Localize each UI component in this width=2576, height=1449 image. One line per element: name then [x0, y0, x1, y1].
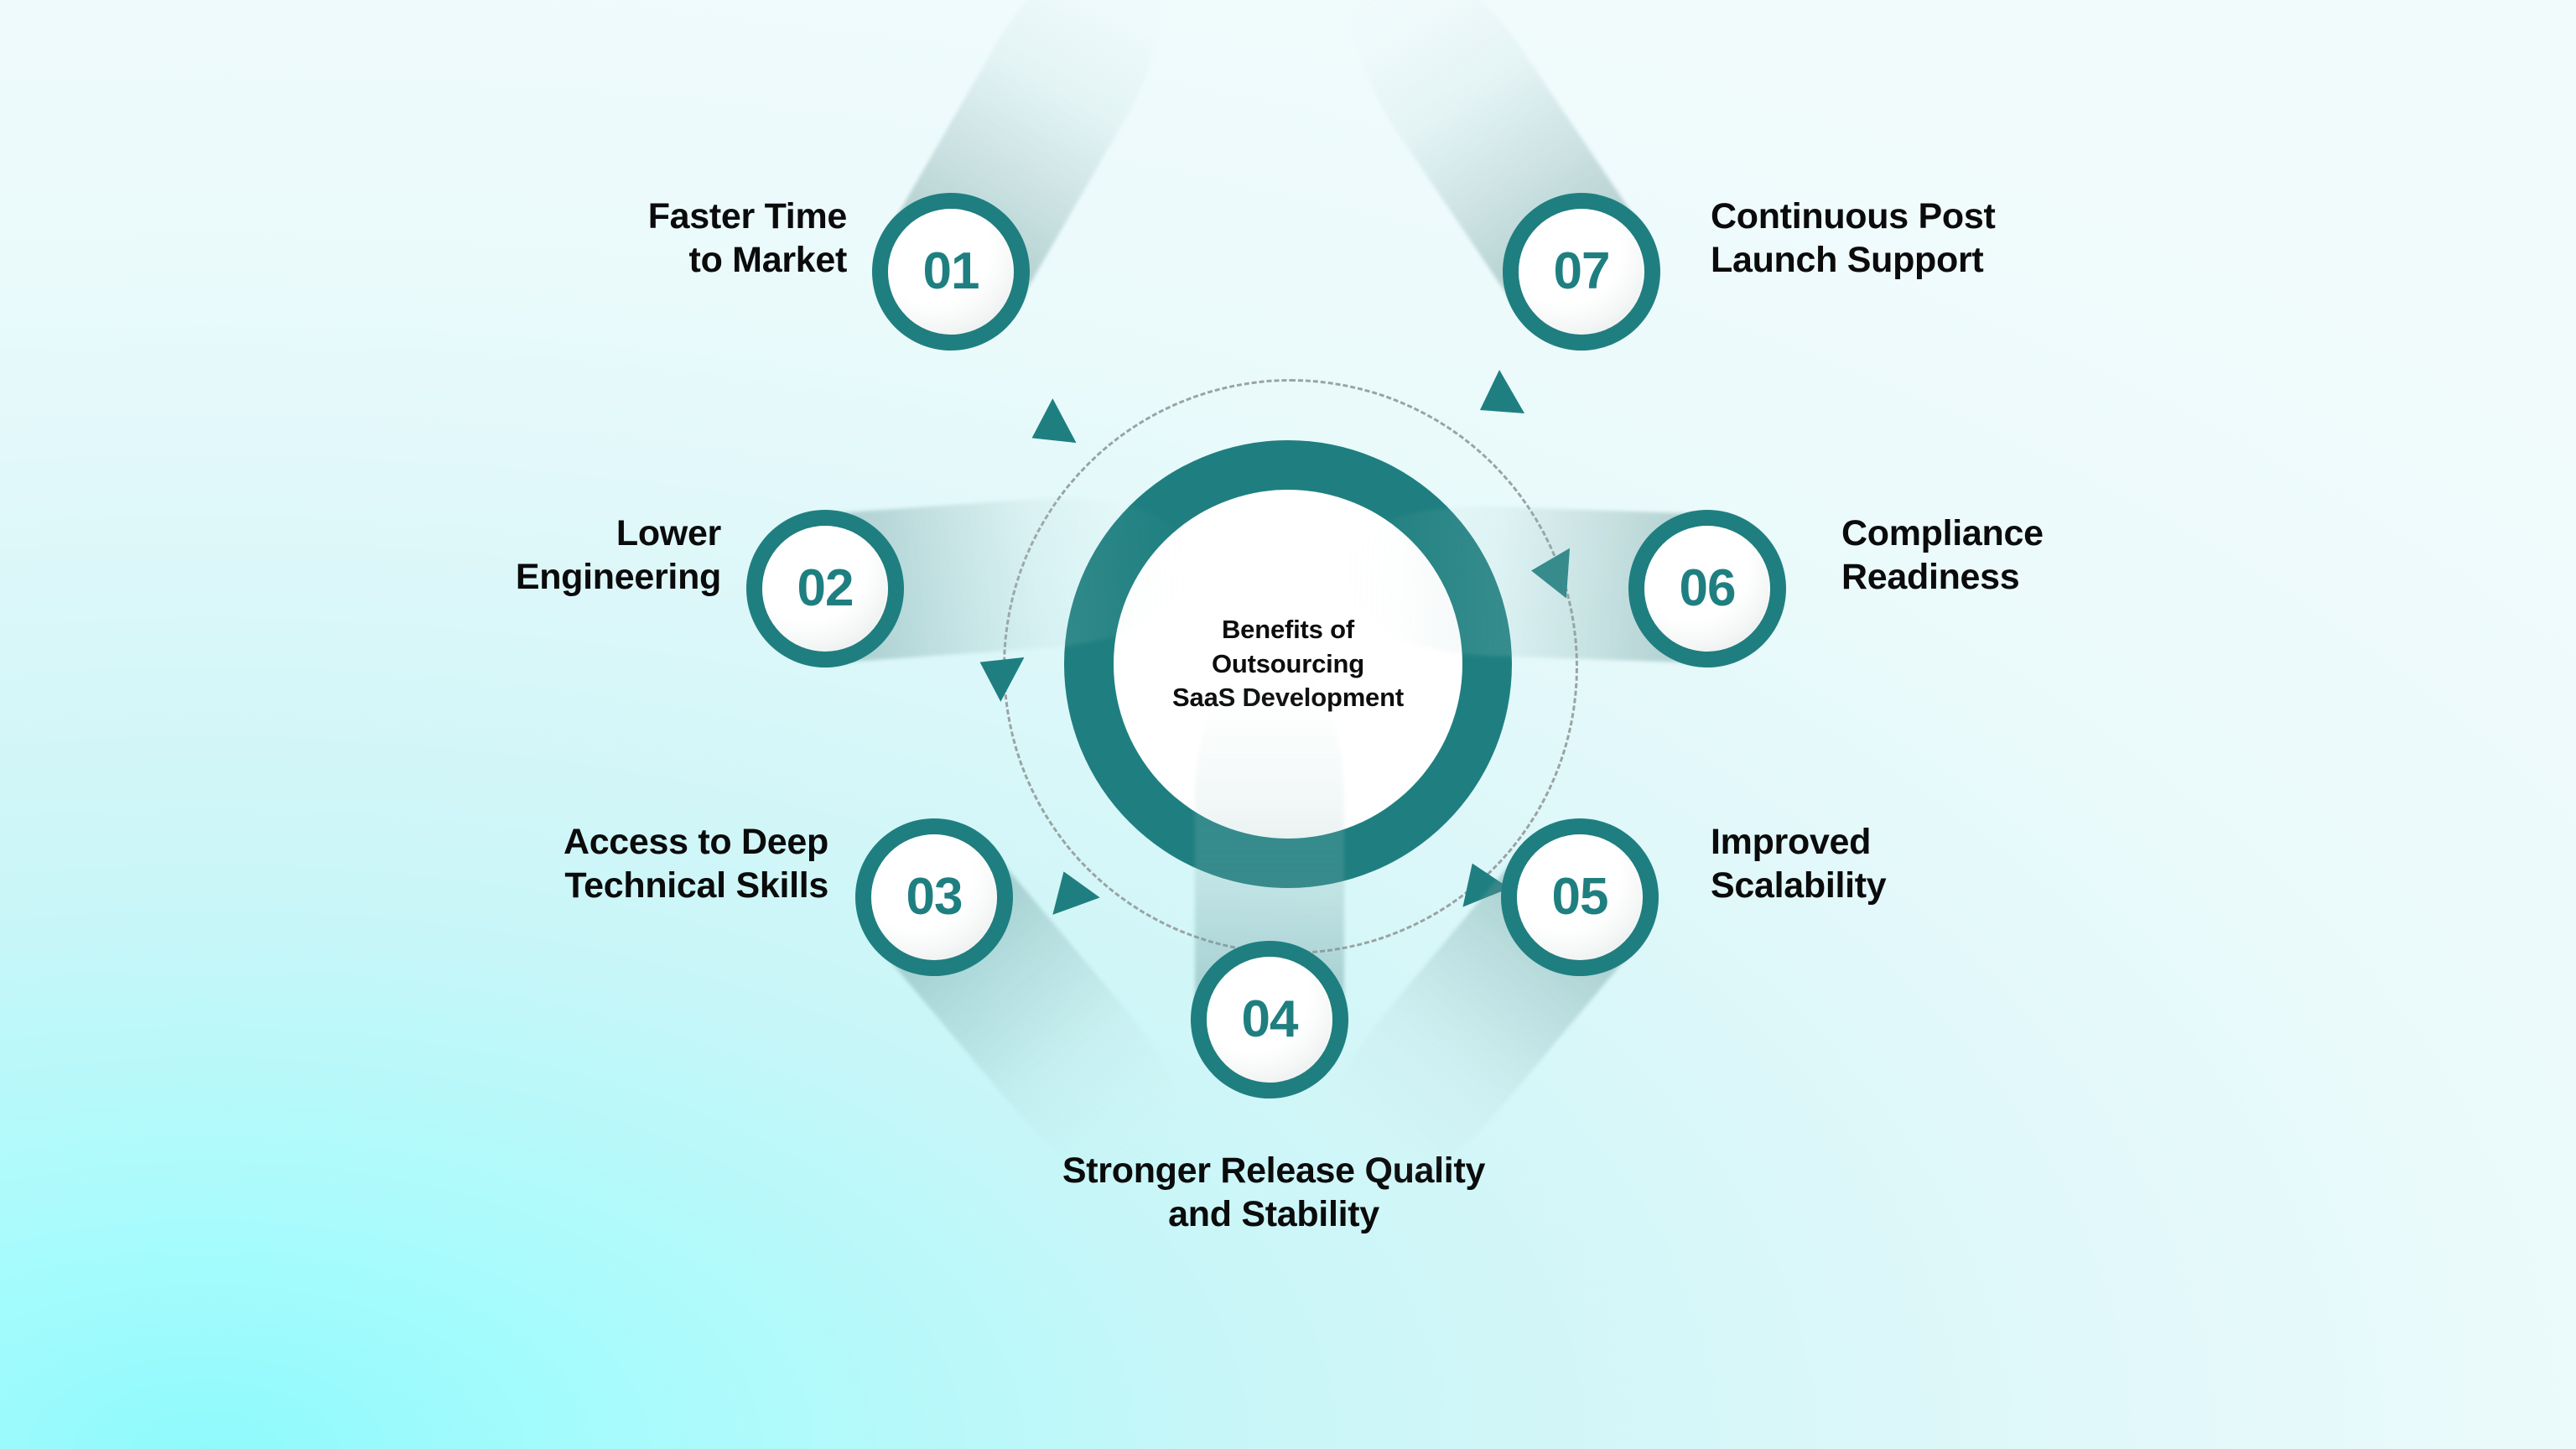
node-01-disc: 01 — [888, 209, 1014, 335]
node-03-disc: 03 — [871, 834, 997, 960]
center-hub: Benefits of Outsourcing SaaS Development — [1064, 440, 1512, 888]
node-03[interactable]: 03 — [855, 818, 1223, 1222]
node-01[interactable]: 01 — [872, 0, 1197, 351]
node-02-disc: 02 — [762, 526, 888, 652]
node-05-label: Improved Scalability — [1711, 822, 1887, 906]
node-03-label: Access to Deep Technical Skills — [563, 822, 828, 906]
orbit-arrow-icon-1 — [1020, 398, 1077, 460]
node-01-label: Faster Time to Market — [647, 196, 848, 281]
node-07[interactable]: 07 — [1317, 0, 1660, 351]
orbit-arrow-icon-7 — [1467, 370, 1525, 432]
center-hub-inner: Benefits of Outsourcing SaaS Development — [1114, 490, 1462, 839]
node-05-disc: 05 — [1517, 834, 1643, 960]
node-06-number: 06 — [1679, 559, 1737, 617]
orbit-arrow-icon-3 — [1040, 863, 1100, 915]
node-02-label: Lower Engineering — [515, 513, 721, 598]
node-07-disc: 07 — [1519, 209, 1644, 335]
node-03-number: 03 — [906, 868, 963, 926]
node-06-label: Compliance Readiness — [1841, 513, 2044, 598]
node-07-label: Continuous Post Launch Support — [1711, 196, 1996, 281]
node-02-number: 02 — [797, 559, 854, 617]
node-06[interactable]: 06 — [1344, 501, 1786, 667]
node-05[interactable]: 05 — [1291, 818, 1659, 1222]
node-02[interactable]: 02 — [746, 489, 1191, 667]
node-04[interactable]: 04 — [1191, 659, 1348, 1098]
node-04-disc: 04 — [1207, 957, 1332, 1083]
node-05-number: 05 — [1551, 868, 1609, 926]
center-hub-title: Benefits of Outsourcing SaaS Development — [1172, 614, 1404, 713]
node-01-number: 01 — [922, 242, 980, 300]
node-06-disc: 06 — [1644, 526, 1770, 652]
node-07-number: 07 — [1553, 242, 1611, 300]
node-04-number: 04 — [1241, 990, 1299, 1048]
node-04-label: Stronger Release Quality and Stability — [1062, 1150, 1486, 1235]
